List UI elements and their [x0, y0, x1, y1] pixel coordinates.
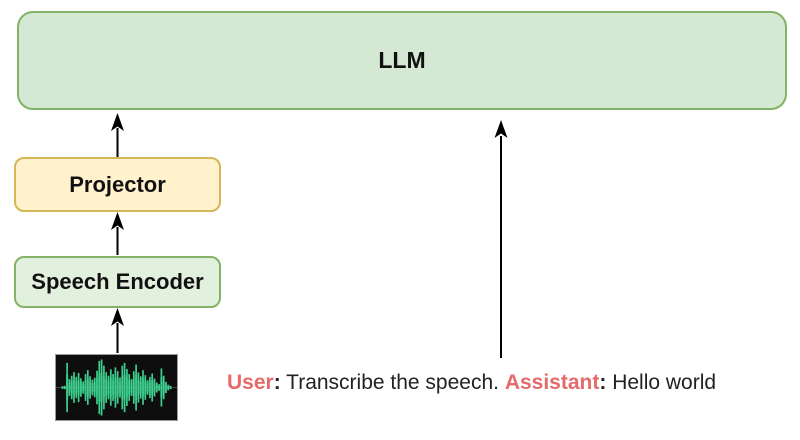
assistant-colon: : [599, 371, 607, 394]
llm-label: LLM [378, 47, 426, 73]
arrow-projector-to-llm [111, 113, 124, 157]
llm-box: LLM [17, 11, 787, 110]
speech-encoder-box: Speech Encoder [14, 256, 221, 308]
user-speaker-label: User [227, 371, 274, 394]
projector-box: Projector [14, 157, 221, 212]
assistant-speaker-label: Assistant [504, 371, 600, 394]
assistant-message: Hello world [606, 371, 717, 394]
speech-encoder-label: Speech Encoder [31, 269, 204, 294]
arrow-encoder-to-projector [111, 212, 124, 255]
user-colon: : [273, 371, 281, 394]
user-message: Transcribe the speech. [280, 371, 505, 394]
audio-waveform-image [55, 354, 178, 421]
audio-waveform-icon [56, 359, 177, 416]
prompt-text: User: Transcribe the speech. Assistant: … [227, 369, 716, 396]
arrow-text-to-llm [494, 120, 508, 358]
projector-label: Projector [69, 171, 166, 197]
arrow-waveform-to-encoder [111, 308, 124, 353]
